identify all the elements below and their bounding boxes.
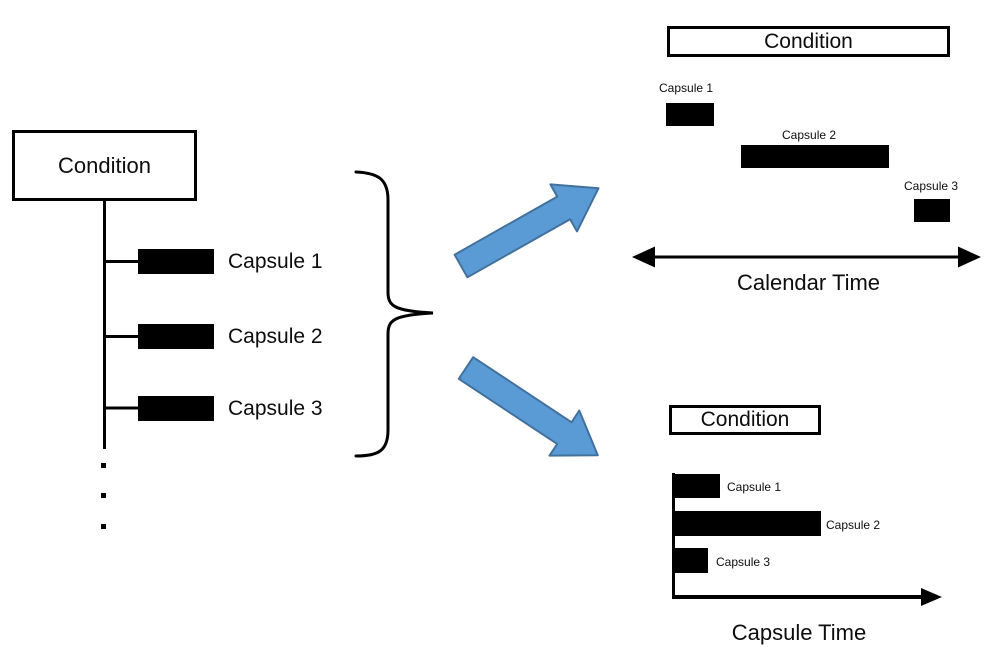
capsule-time-axis-title: Capsule Time <box>731 620 867 645</box>
capsule-view-label-2: Capsule 2 <box>826 518 881 532</box>
left-condition-box: Condition <box>12 130 197 201</box>
calendar-capsule-label-1: Capsule 1 <box>659 81 714 95</box>
left-condition-label: Condition <box>58 152 151 178</box>
calendar-axis-left-arrowhead-icon <box>632 246 655 268</box>
capsule-condition-label: Condition <box>700 408 790 431</box>
calendar-condition-label: Condition <box>764 29 853 53</box>
calendar-capsule-label-2: Capsule 2 <box>782 128 837 142</box>
left-capsule-label-3: Capsule 3 <box>228 397 323 420</box>
flow-arrow-to-calendar-icon <box>453 183 600 279</box>
flow-arrow-to-capsule-icon <box>457 356 599 457</box>
ellipsis-dot-3: . <box>101 524 106 529</box>
calendar-capsule-label-3: Capsule 3 <box>904 179 959 193</box>
left-capsule-bar-2 <box>138 324 214 349</box>
ellipsis-dot-2: . <box>101 493 106 498</box>
calendar-capsule-bar-2 <box>741 145 889 168</box>
left-capsule-label-2: Capsule 2 <box>228 325 323 348</box>
calendar-capsule-bar-1 <box>666 103 714 126</box>
capsule-view-label-3: Capsule 3 <box>716 555 771 569</box>
grouping-brace <box>354 170 434 458</box>
left-capsule-bar-3 <box>138 396 214 421</box>
calendar-time-axis-title: Calendar Time <box>736 270 881 295</box>
capsule-view-bar-1 <box>674 474 720 498</box>
ellipsis-dot-1: . <box>101 463 106 468</box>
capsule-view-label-1: Capsule 1 <box>727 480 782 494</box>
capsule-condition-box: Condition <box>669 405 821 435</box>
calendar-axis-right-arrowhead-icon <box>958 246 981 268</box>
calendar-capsule-bar-3 <box>914 199 950 222</box>
calendar-condition-box: Condition <box>667 26 950 57</box>
left-capsule-bar-1 <box>138 249 214 274</box>
capsule-view-bar-3 <box>674 548 708 573</box>
capsule-axis-arrowhead-icon <box>921 588 942 606</box>
left-capsule-label-1: Capsule 1 <box>228 250 323 273</box>
capsule-view-bar-2 <box>674 511 821 536</box>
